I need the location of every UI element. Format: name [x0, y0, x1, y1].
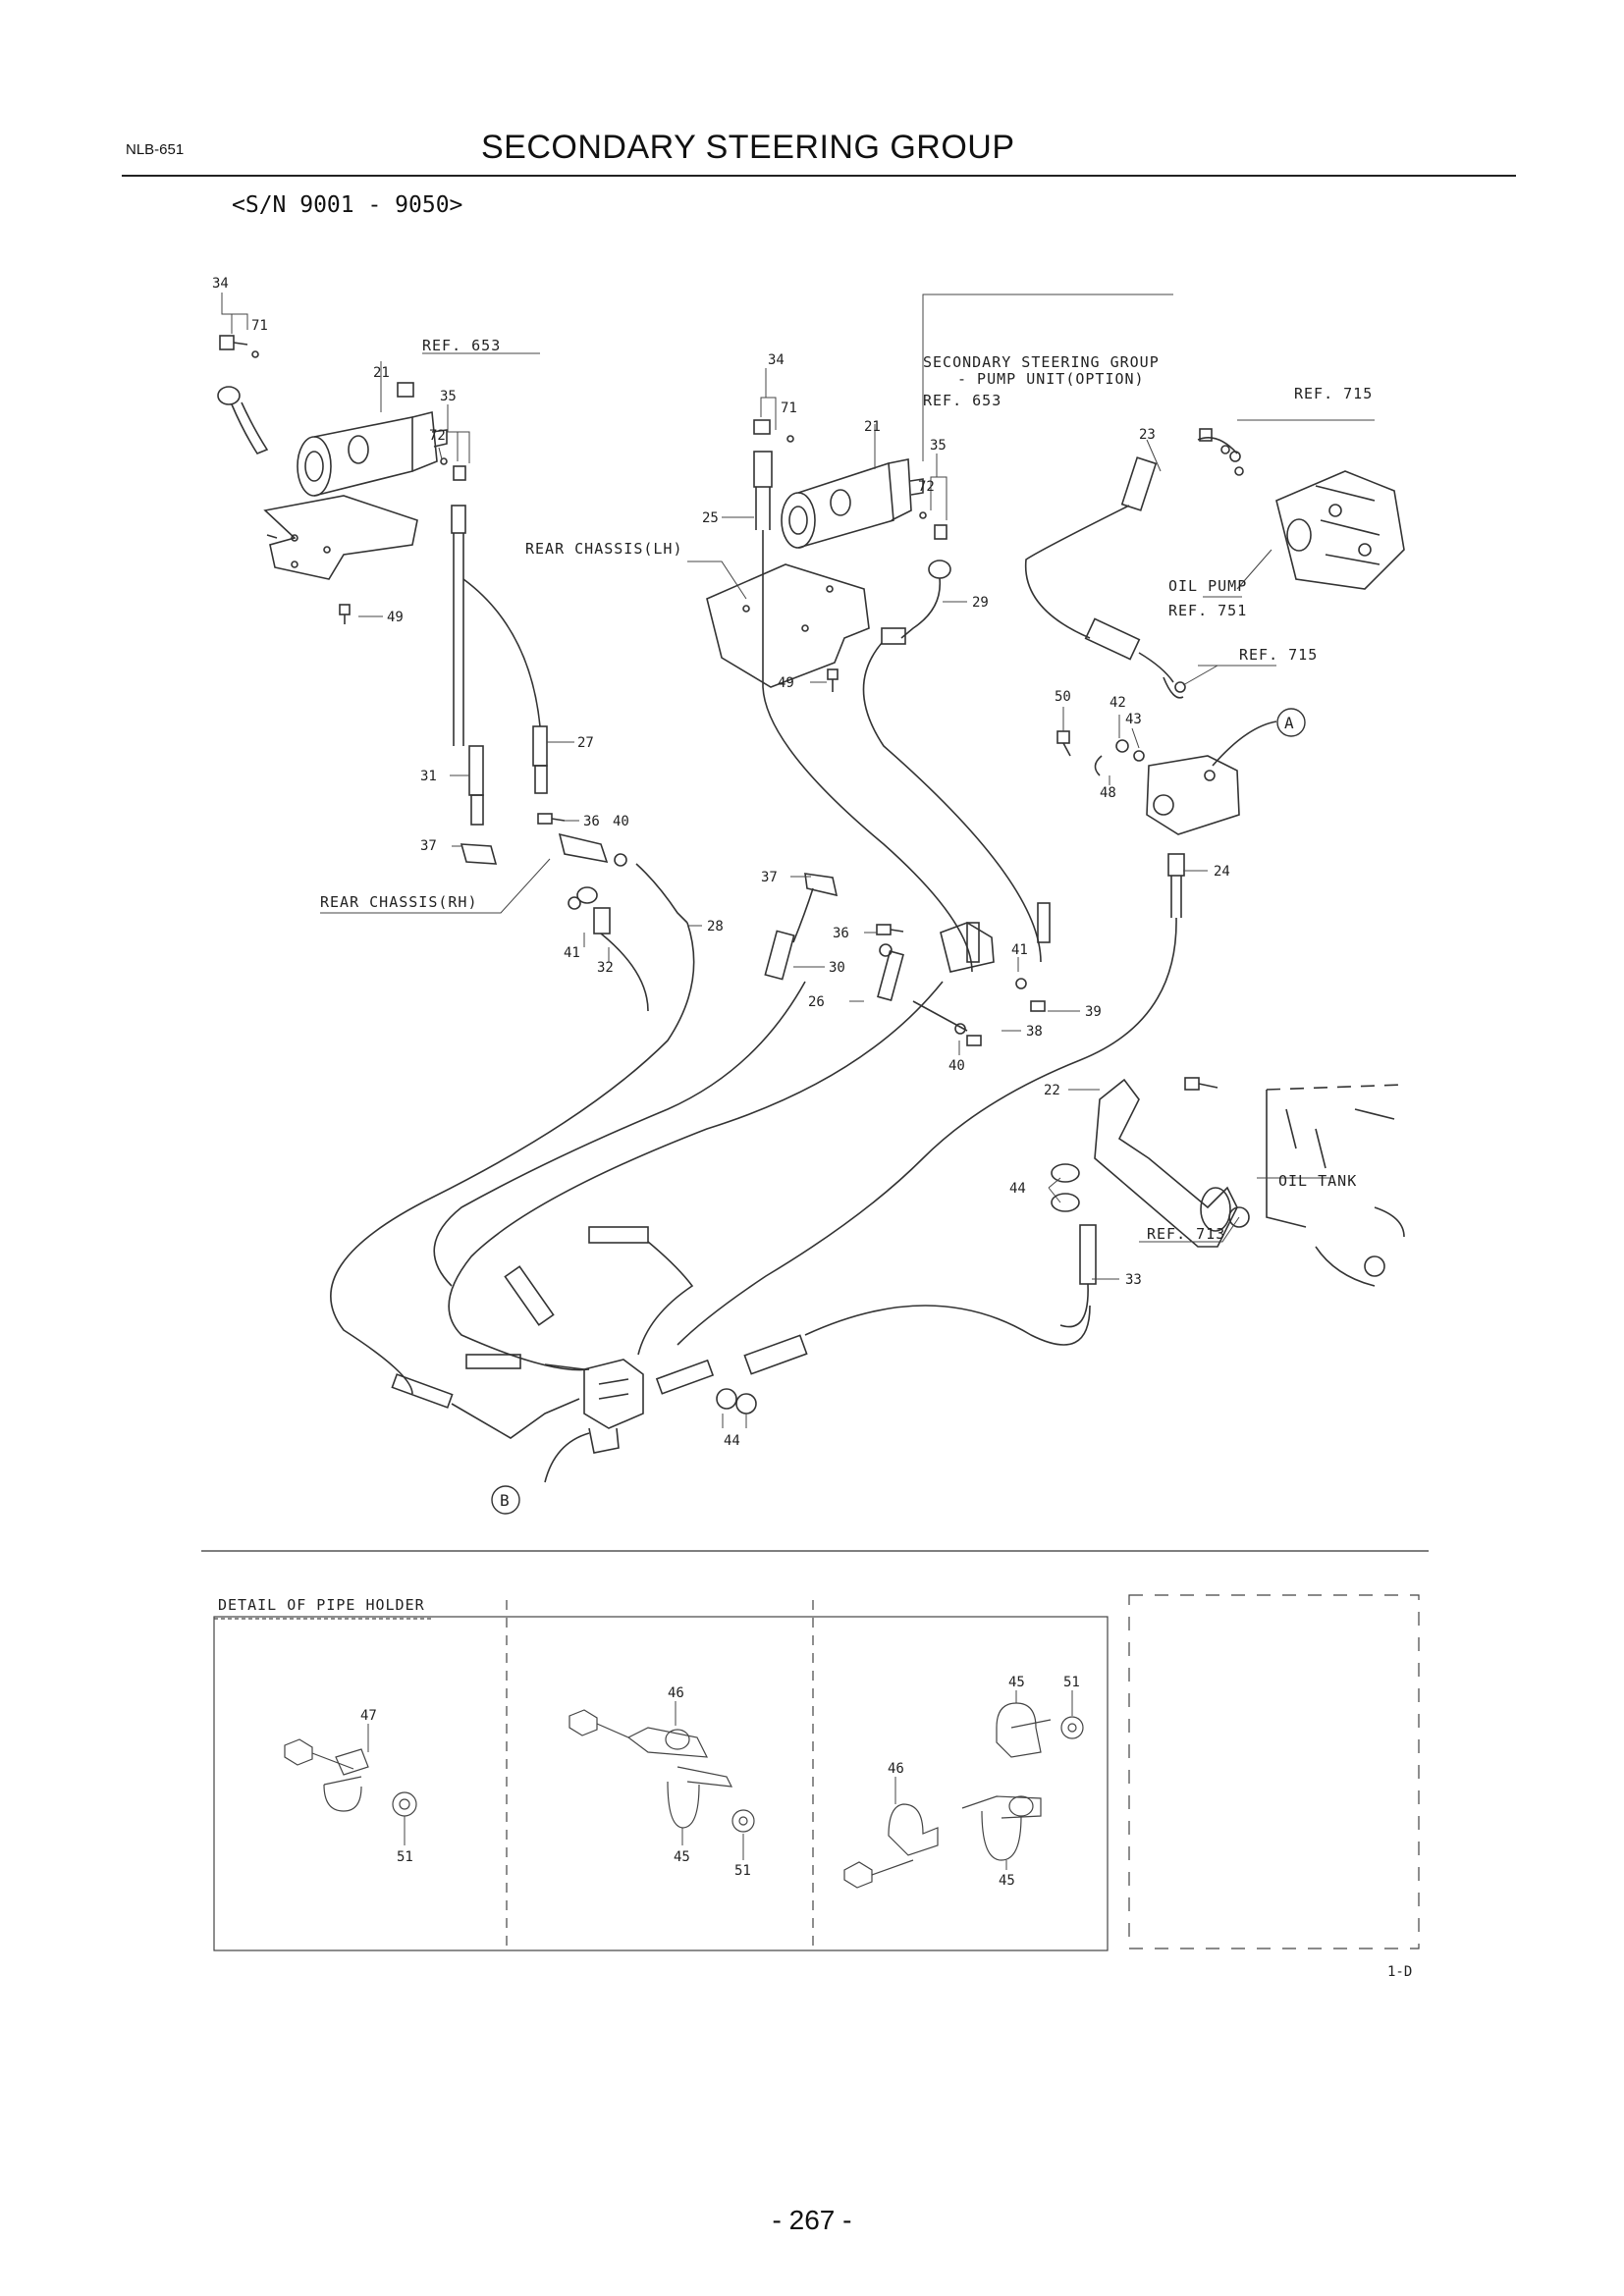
- detail-callout-45: 45: [1008, 1675, 1025, 1690]
- callout-44: 44: [1009, 1181, 1026, 1197]
- callout-40: 40: [613, 814, 629, 829]
- callout-71: 71: [781, 400, 797, 416]
- detail-callout-51: 51: [734, 1863, 751, 1879]
- detail-callout-47: 47: [360, 1708, 377, 1724]
- header-rule: [122, 175, 1516, 177]
- callout-36: 36: [833, 926, 849, 941]
- callout-27: 27: [577, 735, 594, 751]
- callout-41: 41: [564, 945, 580, 961]
- oil-tank-label: OIL TANK: [1278, 1172, 1357, 1190]
- callout-38: 38: [1026, 1024, 1043, 1040]
- callout-30: 30: [829, 960, 845, 976]
- callout-24: 24: [1214, 864, 1230, 880]
- secondary-group-label-line2: - PUMP UNIT(OPTION): [957, 370, 1145, 388]
- callout-25: 25: [702, 510, 719, 526]
- callout-37: 37: [761, 870, 778, 885]
- sheet-code: 1-D: [1387, 1964, 1412, 1980]
- detail-callout-45: 45: [999, 1873, 1015, 1889]
- callout-21: 21: [864, 419, 881, 435]
- callout-72: 72: [918, 479, 935, 495]
- ref-653-label-left: REF. 653: [422, 337, 501, 354]
- callout-35: 35: [930, 438, 947, 454]
- callout-35: 35: [440, 389, 457, 404]
- callout-34: 34: [212, 276, 229, 292]
- ref-751-label: REF. 751: [1168, 602, 1247, 619]
- callout-72: 72: [429, 428, 446, 444]
- callout-39: 39: [1085, 1004, 1102, 1020]
- view-a-letter: A: [1284, 714, 1294, 732]
- detail-callout-45: 45: [674, 1849, 690, 1865]
- callout-49: 49: [387, 610, 404, 625]
- callout-41: 41: [1011, 942, 1028, 958]
- view-b-letter: B: [500, 1491, 510, 1510]
- ref-715-label-lower: REF. 715: [1239, 646, 1318, 664]
- middle-fittings: [433, 873, 1046, 1371]
- oil-tank-area: [1051, 1077, 1405, 1328]
- detail-callout-46: 46: [888, 1761, 904, 1777]
- document-code: NLB-651: [126, 141, 185, 158]
- detail-callout-46: 46: [668, 1685, 684, 1701]
- detail-title: DETAIL OF PIPE HOLDER: [218, 1596, 425, 1614]
- callout-34: 34: [768, 352, 785, 368]
- callout-42: 42: [1110, 695, 1126, 711]
- rear-chassis-lh-label: REAR CHASSIS(LH): [525, 540, 683, 558]
- callout-28: 28: [707, 919, 724, 934]
- center-pump-unit: [706, 419, 1051, 973]
- secondary-group-label-line1: SECONDARY STEERING GROUP: [923, 353, 1160, 371]
- view-a-marker: [1276, 708, 1306, 737]
- callout-31: 31: [420, 769, 437, 784]
- ref-713-label: REF. 713: [1147, 1225, 1225, 1243]
- rear-chassis-rh-label: REAR CHASSIS(RH): [320, 893, 478, 911]
- view-b-marker: [491, 1485, 520, 1515]
- callout-50: 50: [1055, 689, 1071, 705]
- callout-22: 22: [1044, 1083, 1060, 1098]
- callout-40: 40: [948, 1058, 965, 1074]
- pipe-holder-detail: [213, 1594, 1420, 1953]
- oil-pump-label: OIL PUMP: [1168, 577, 1247, 595]
- callout-23: 23: [1139, 427, 1156, 443]
- oil-pump-assembly: [677, 428, 1405, 1346]
- detail-callout-51: 51: [1063, 1675, 1080, 1690]
- manifold-block: [391, 1226, 1091, 1454]
- callout-48: 48: [1100, 785, 1116, 801]
- page-title: SECONDARY STEERING GROUP: [481, 129, 1015, 166]
- callout-43: 43: [1125, 712, 1142, 727]
- page-number: - 267 -: [772, 2205, 852, 2235]
- callout-49: 49: [778, 675, 794, 691]
- callout-33: 33: [1125, 1272, 1142, 1288]
- callout-26: 26: [808, 994, 825, 1010]
- callout-71: 71: [251, 318, 268, 334]
- callout-44: 44: [724, 1433, 740, 1449]
- serial-range: <S/N 9001 - 9050>: [232, 192, 463, 218]
- left-pump-unit: [217, 335, 695, 1395]
- ref-653-label-center: REF. 653: [923, 392, 1001, 409]
- callout-21: 21: [373, 365, 390, 381]
- callout-36: 36: [583, 814, 600, 829]
- callout-37: 37: [420, 838, 437, 854]
- detail-callout-51: 51: [397, 1849, 413, 1865]
- callout-29: 29: [972, 595, 989, 611]
- ref-715-label-top: REF. 715: [1294, 385, 1373, 402]
- callout-32: 32: [597, 960, 614, 976]
